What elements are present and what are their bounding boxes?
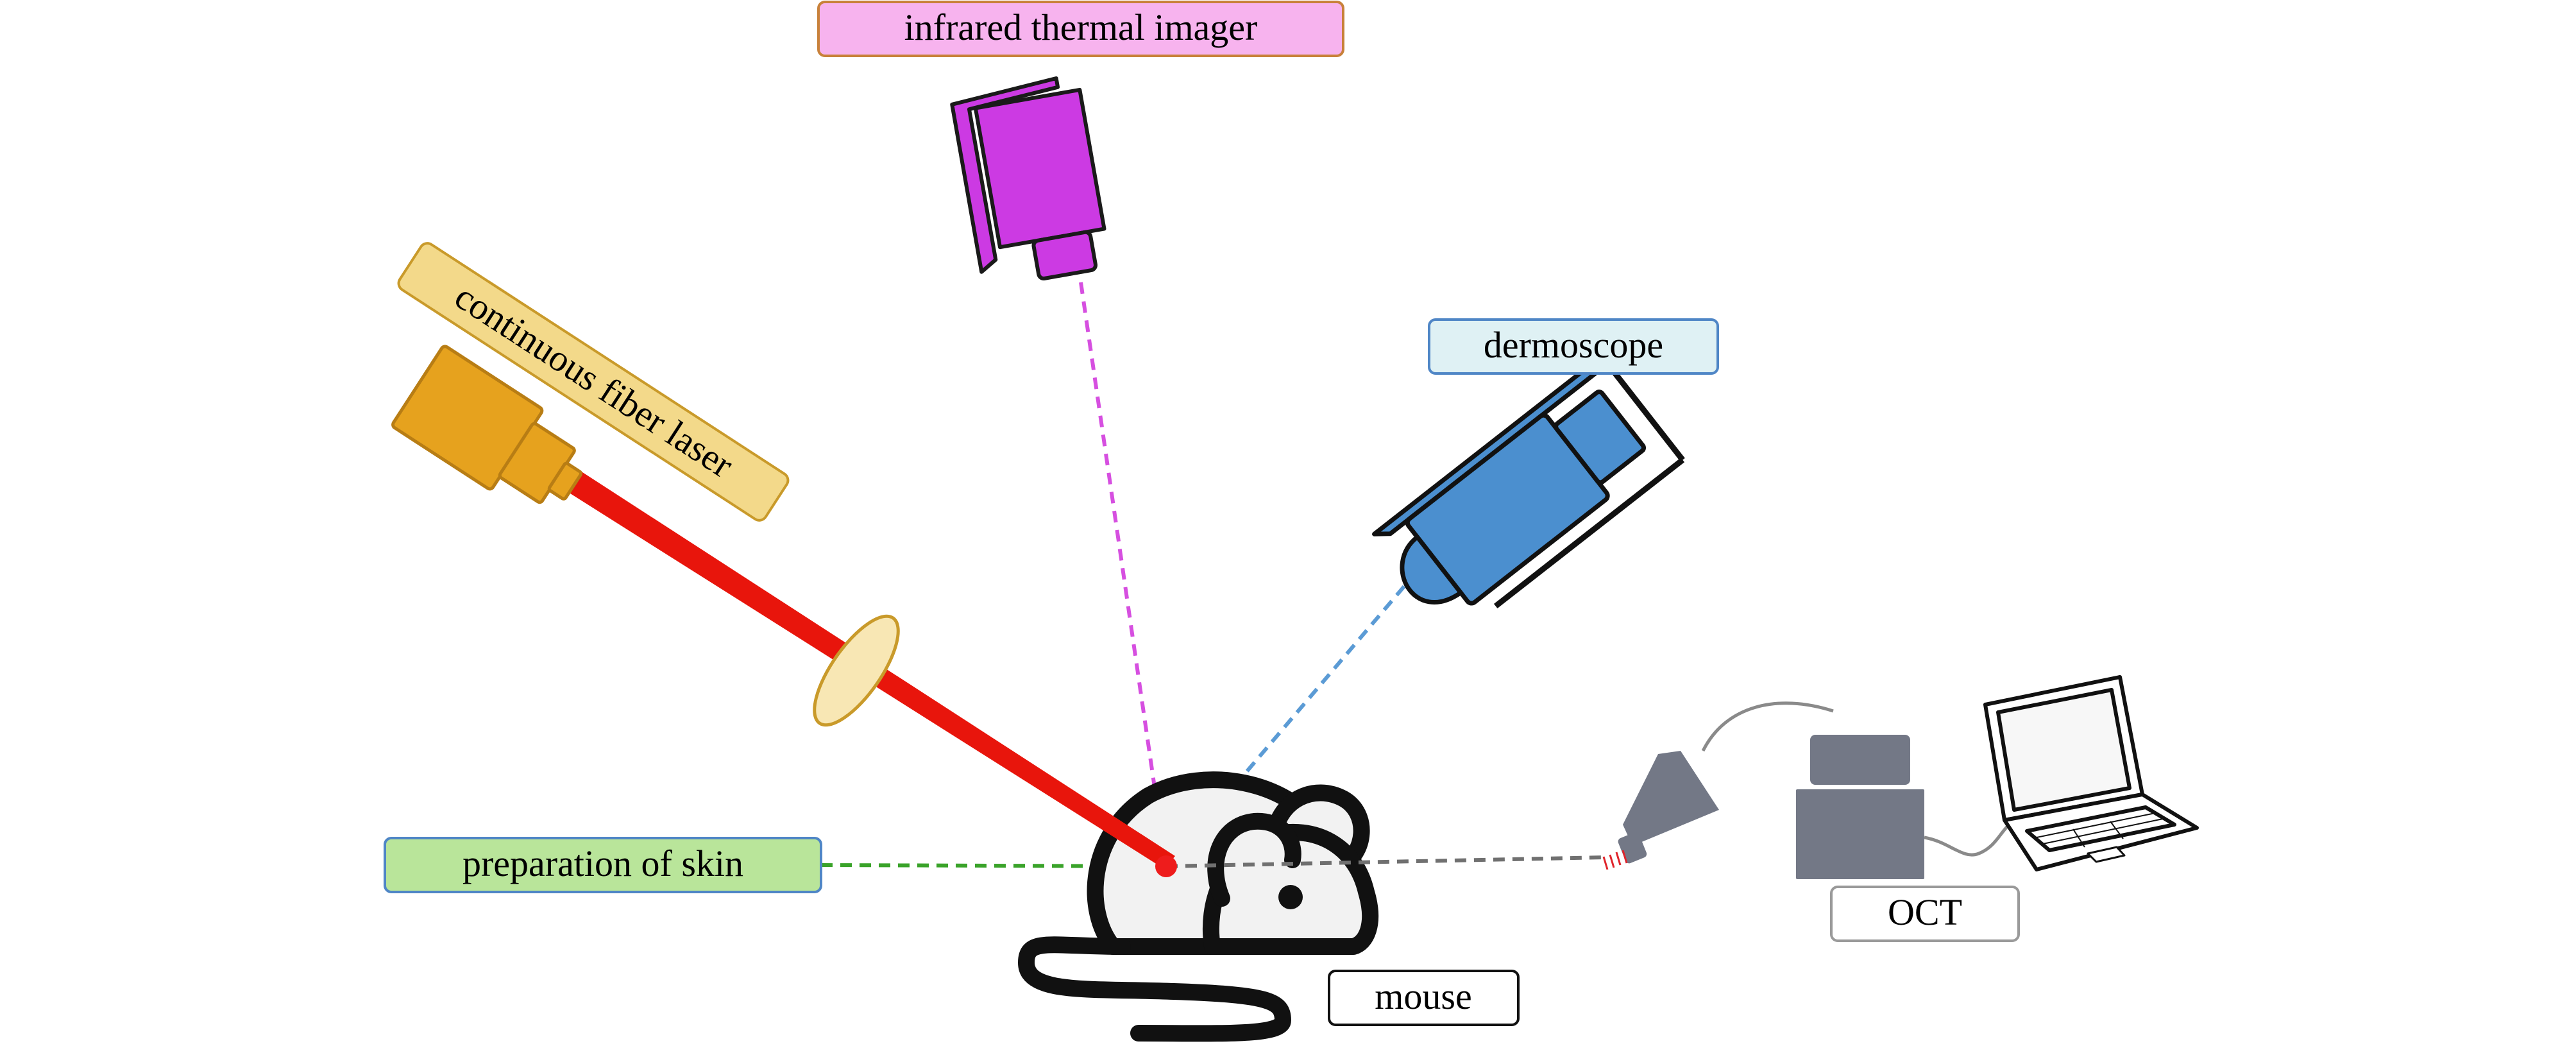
- dermoscope-label: dermoscope: [1428, 318, 1719, 375]
- thermal-camera-icon: [950, 76, 1106, 281]
- laser-head-icon: [391, 345, 583, 504]
- oct-probe-icon: [1602, 701, 1834, 870]
- oct-device-icon: [1796, 735, 2015, 879]
- target-spot-icon: [1155, 855, 1177, 877]
- thermal-ray: [1079, 282, 1168, 867]
- skin-label-text: preparation of skin: [462, 843, 743, 884]
- dermoscope-label-text: dermoscope: [1484, 324, 1663, 366]
- thermal-label-text: infrared thermal imager: [904, 6, 1258, 48]
- mouse-label: mouse: [1328, 970, 1520, 1026]
- laptop-icon: [1983, 675, 2199, 871]
- dermoscope-icon: [1371, 361, 1685, 609]
- mouse-icon: [1018, 771, 1379, 1042]
- oct-label-text: OCT: [1888, 891, 1962, 933]
- oct-label: OCT: [1830, 886, 2020, 942]
- oct-ray: [1165, 855, 1607, 868]
- mouse-label-text: mouse: [1375, 975, 1471, 1017]
- mouse-eye: [1278, 885, 1303, 909]
- thermal-label: infrared thermal imager: [817, 1, 1344, 57]
- lens-icon: [813, 614, 900, 727]
- skin-label: preparation of skin: [384, 837, 822, 893]
